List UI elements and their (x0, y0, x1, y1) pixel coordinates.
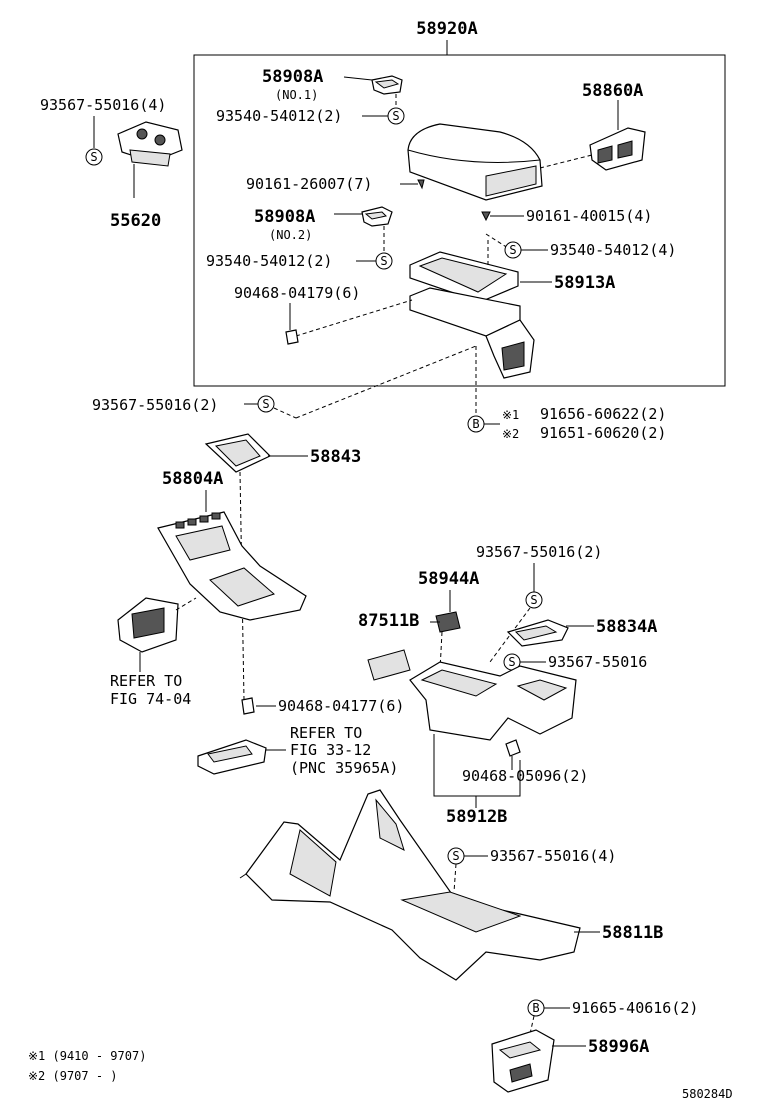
bracket-58912B (433, 734, 521, 797)
svg-text:S: S (262, 397, 269, 411)
clip-icon (505, 739, 521, 757)
part-console-upper-box (409, 287, 535, 379)
footnote-2: ※2 (9707 - ) (28, 1069, 118, 1083)
label-no1: (NO.1) (275, 88, 318, 102)
part-87511B-pad (367, 649, 411, 681)
label-refer-to-1: REFER TO (110, 672, 182, 690)
part-58834A-holder (506, 619, 569, 647)
clip-icon (241, 697, 255, 715)
label-58908A-no2: 58908A (254, 207, 315, 227)
label-90468-05096: 90468-05096(2) (462, 767, 588, 785)
diagram-code: 580284D (682, 1087, 733, 1101)
screw-icon (481, 211, 491, 222)
svg-text:B: B (532, 1001, 539, 1015)
label-87511B: 87511B (358, 611, 419, 631)
svg-text:S: S (392, 109, 399, 123)
label-90468-04179: 90468-04179(6) (234, 284, 360, 302)
label-58860A: 58860A (582, 81, 643, 101)
label-58843: 58843 (310, 447, 361, 467)
label-91656-60622: 91656-60622(2) (540, 405, 666, 423)
svg-text:S: S (509, 243, 516, 257)
ref-mark-1: ※1 (502, 408, 519, 422)
label-58908A-no1: 58908A (262, 67, 323, 87)
group-label-58920A: 58920A (416, 19, 477, 39)
part-55620-bracket (117, 121, 183, 167)
label-58811B: 58811B (602, 923, 663, 943)
svg-text:B: B (472, 417, 479, 431)
part-58944A (435, 611, 461, 633)
label-fig-33-12: FIG 33-12 (290, 741, 371, 759)
group-frame-58920A (193, 54, 726, 387)
label-90161-40015: 90161-40015(4) (526, 207, 652, 225)
part-58908A-no2 (361, 206, 393, 227)
label-91665-40616: 91665-40616(2) (572, 999, 698, 1017)
label-58944A: 58944A (418, 569, 479, 589)
label-93540-54012-a: 93540-54012(2) (216, 107, 342, 125)
label-93567-55016-top: 93567-55016(4) (40, 96, 166, 114)
label-58913A: 58913A (554, 273, 615, 293)
part-58804A-panel (157, 511, 307, 621)
label-93540-54012-b: 93540-54012(4) (550, 241, 676, 259)
label-93567-55016-2b: 93567-55016(2) (476, 543, 602, 561)
label-58996A: 58996A (588, 1037, 649, 1057)
svg-text:S: S (508, 655, 515, 669)
part-58996A-bracket (491, 1029, 555, 1093)
label-93567-55016-single: 93567-55016 (548, 653, 647, 671)
label-58834A: 58834A (596, 617, 657, 637)
screw-icon (417, 179, 425, 190)
part-switch-unit (197, 739, 267, 775)
s-symbol (85, 148, 103, 166)
label-93567-55016-2a: 93567-55016(2) (92, 396, 218, 414)
part-58912B-box (409, 661, 577, 741)
label-55620: 55620 (110, 211, 161, 231)
part-console-lid (407, 123, 543, 201)
svg-text:S: S (530, 593, 537, 607)
ref-mark-2: ※2 (502, 427, 519, 441)
label-fig-74-04: FIG 74-04 (110, 690, 191, 708)
part-58811B-console (239, 789, 581, 981)
label-91651-60620: 91651-60620(2) (540, 424, 666, 442)
label-no2: (NO.2) (269, 228, 312, 242)
svg-text:S: S (90, 150, 97, 164)
label-93540-54012-c: 93540-54012(2) (206, 252, 332, 270)
label-pnc-35965A: (PNC 35965A) (290, 759, 398, 777)
label-90161-26007: 90161-26007(7) (246, 175, 372, 193)
label-58912B: 58912B (446, 807, 507, 827)
label-58804A: 58804A (162, 469, 223, 489)
label-refer-to-2: REFER TO (290, 724, 362, 742)
clip-icon (285, 329, 299, 345)
part-side-vent (117, 597, 179, 653)
label-93567-55016-4b: 93567-55016(4) (490, 847, 616, 865)
svg-text:S: S (452, 849, 459, 863)
part-58843-bezel (204, 433, 272, 473)
s-symbol (525, 591, 543, 609)
part-58860A-vent (589, 127, 646, 171)
svg-text:S: S (380, 254, 387, 268)
label-90468-04177: 90468-04177(6) (278, 697, 404, 715)
part-58913A-tray (409, 251, 519, 303)
footnote-1: ※1 (9410 - 9707) (28, 1049, 146, 1063)
part-58908A-no1 (371, 75, 403, 95)
